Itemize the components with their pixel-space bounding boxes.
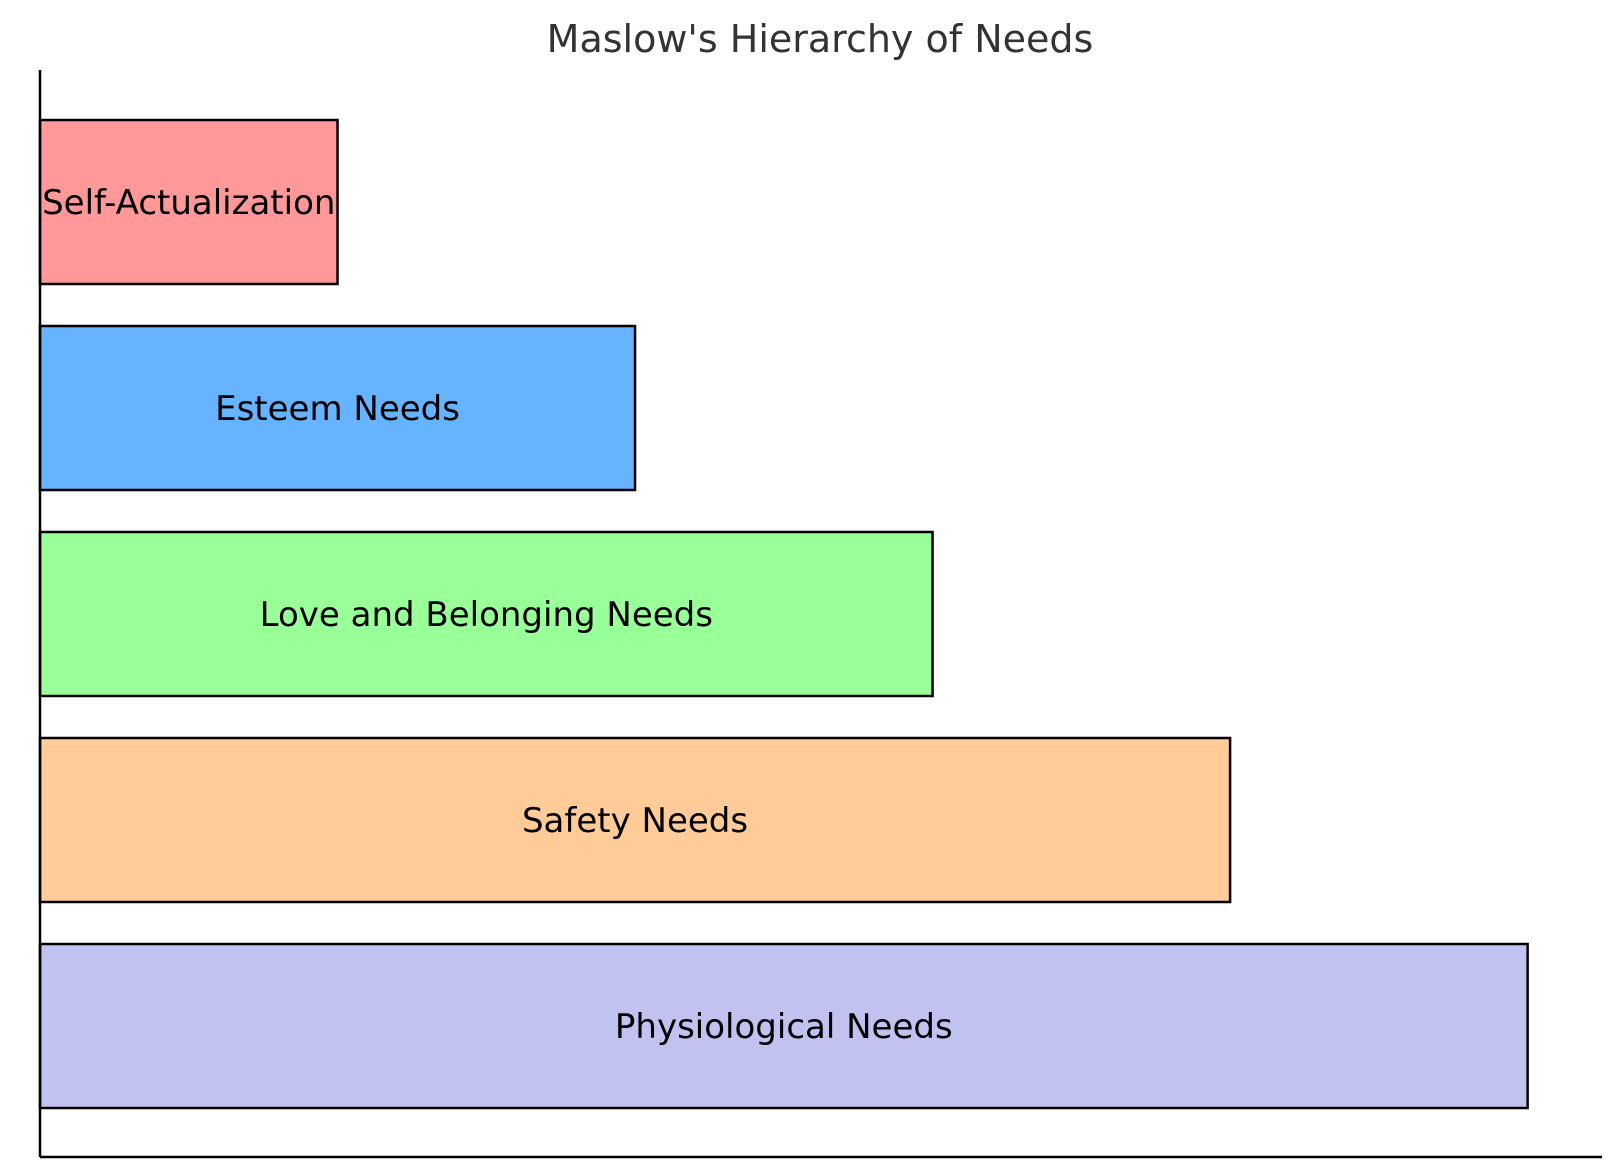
bar-physiological-needs bbox=[38, 942, 1529, 1110]
bar-label-safety-needs: Safety Needs bbox=[522, 801, 748, 841]
bar-label-esteem-needs: Esteem Needs bbox=[215, 389, 460, 429]
bar-label-love-and-belonging-needs: Love and Belonging Needs bbox=[260, 595, 713, 635]
chart-title: Maslow's Hierarchy of Needs bbox=[547, 17, 1094, 61]
bar-esteem-needs bbox=[38, 324, 637, 492]
bar-love-and-belonging-needs bbox=[38, 530, 934, 698]
bar-safety-needs bbox=[38, 736, 1232, 904]
bar-label-self-actualization: Self-Actualization bbox=[42, 183, 335, 223]
bar-self-actualization bbox=[38, 118, 339, 286]
bars-layer: Physiological Needs Safety Needs Love and … bbox=[38, 118, 1529, 1110]
bar-label-physiological-needs: Physiological Needs bbox=[615, 1007, 953, 1047]
